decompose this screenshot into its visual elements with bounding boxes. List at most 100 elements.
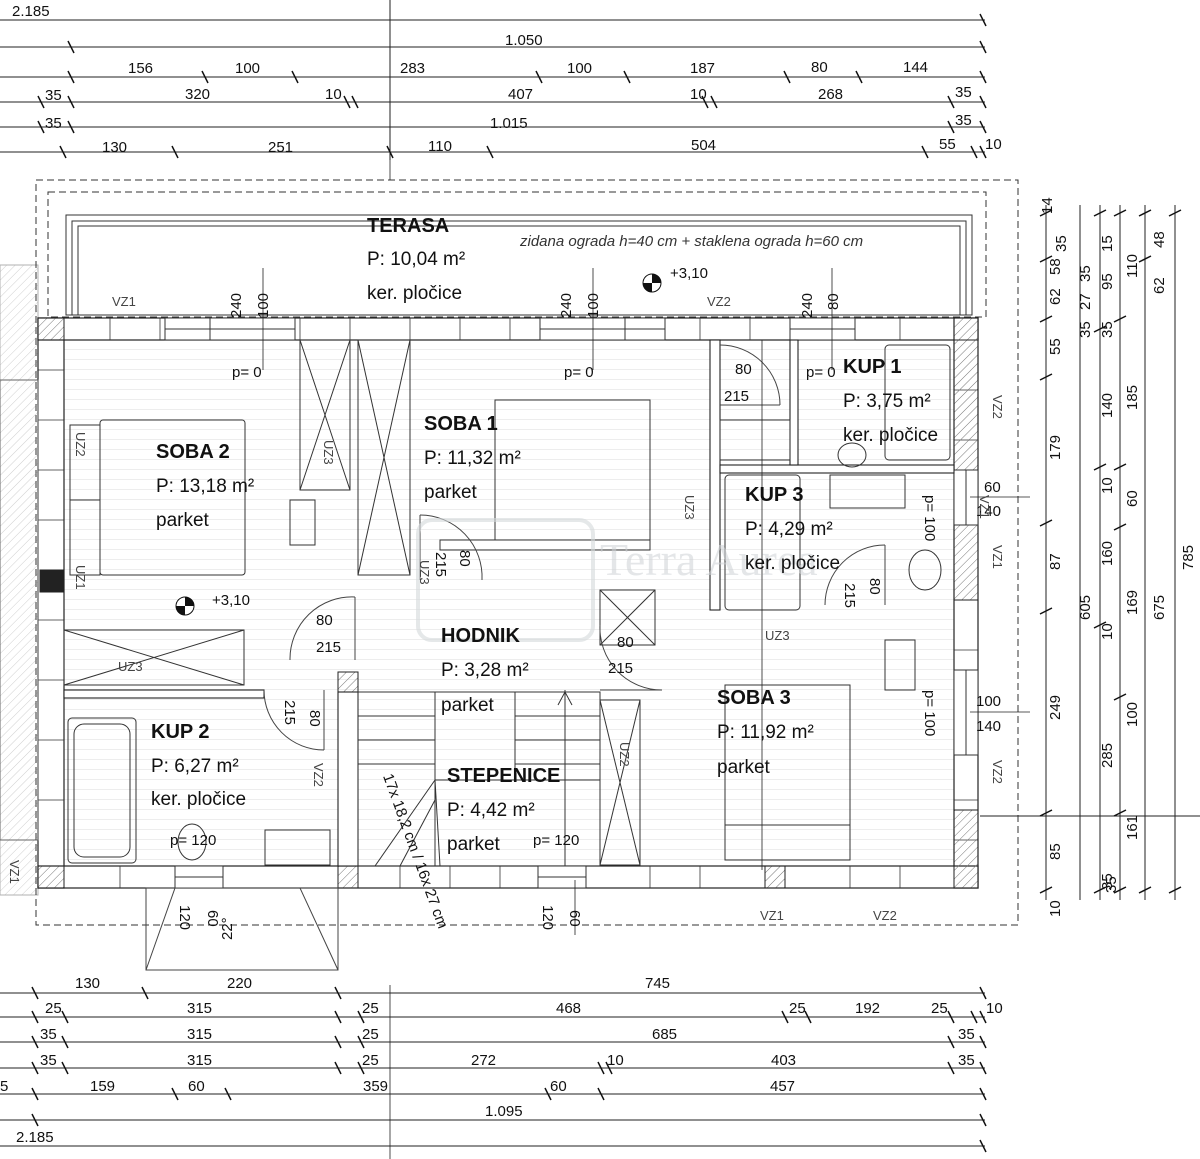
svg-text:100: 100 bbox=[235, 60, 260, 77]
svg-text:60: 60 bbox=[188, 1078, 205, 1095]
right-dimension-lines bbox=[980, 205, 1200, 900]
room-name-soba2: SOBA 2 bbox=[156, 441, 230, 463]
room-name-stepenice: STEPENICE bbox=[447, 765, 560, 787]
room-floor-hodnik: parket bbox=[441, 695, 495, 716]
room-area-kup2: P: 6,27 m² bbox=[151, 756, 239, 777]
svg-text:130: 130 bbox=[75, 975, 100, 992]
svg-text:10: 10 bbox=[325, 86, 342, 103]
floor-surfaces bbox=[64, 340, 954, 865]
svg-text:55: 55 bbox=[939, 136, 956, 153]
svg-text:27: 27 bbox=[1077, 293, 1094, 310]
svg-text:2.185: 2.185 bbox=[12, 3, 50, 20]
svg-text:VZ1: VZ1 bbox=[977, 495, 992, 519]
svg-text:35: 35 bbox=[1053, 235, 1070, 252]
svg-text:140: 140 bbox=[1099, 393, 1116, 418]
window-openings bbox=[164, 317, 979, 889]
svg-text:UZ3: UZ3 bbox=[118, 659, 143, 674]
bathtub-kup2 bbox=[67, 717, 137, 864]
svg-text:745: 745 bbox=[645, 975, 670, 992]
svg-text:VZ2: VZ2 bbox=[873, 908, 897, 923]
svg-text:58: 58 bbox=[1047, 258, 1064, 275]
svg-text:320: 320 bbox=[185, 86, 210, 103]
opening-labels: 240 100 p= 0 240 100 p= 0 240 80 p= 0 60… bbox=[170, 293, 1001, 930]
svg-text:159: 159 bbox=[90, 1078, 115, 1095]
svg-text:215: 215 bbox=[608, 660, 633, 677]
svg-text:60: 60 bbox=[566, 910, 583, 927]
svg-text:156: 156 bbox=[128, 60, 153, 77]
room-floor-soba3: parket bbox=[717, 757, 771, 778]
svg-text:VZ1: VZ1 bbox=[7, 860, 22, 884]
svg-text:25: 25 bbox=[362, 1052, 379, 1069]
svg-text:55: 55 bbox=[1047, 338, 1064, 355]
svg-text:315: 315 bbox=[187, 1052, 212, 1069]
level-soba2: +3,10 bbox=[212, 592, 250, 609]
svg-text:110: 110 bbox=[1124, 254, 1141, 278]
svg-text:25: 25 bbox=[362, 1000, 379, 1017]
svg-text:10: 10 bbox=[1099, 477, 1116, 494]
room-area-stepenice: P: 4,42 m² bbox=[447, 800, 535, 821]
svg-text:285: 285 bbox=[1099, 743, 1116, 768]
svg-text:215: 215 bbox=[724, 388, 749, 405]
shower-kup3 bbox=[724, 474, 801, 611]
room-area-kup1: P: 3,75 m² bbox=[843, 391, 931, 412]
room-name-soba1: SOBA 1 bbox=[424, 413, 498, 435]
svg-text:110: 110 bbox=[428, 138, 452, 155]
room-labels: TERASA P: 10,04 m² ker. pločice zidana o… bbox=[151, 215, 938, 940]
wardrobes bbox=[63, 339, 656, 866]
svg-text:120: 120 bbox=[539, 905, 556, 930]
bottom-dimension-lines bbox=[0, 992, 985, 1147]
svg-text:p= 0: p= 0 bbox=[806, 364, 836, 381]
svg-text:315: 315 bbox=[187, 1000, 212, 1017]
svg-text:p= 0: p= 0 bbox=[564, 364, 594, 381]
section-lines bbox=[262, 160, 1030, 1159]
svg-text:240: 240 bbox=[799, 293, 816, 318]
svg-text:UZ3: UZ3 bbox=[417, 560, 432, 585]
svg-text:100: 100 bbox=[1124, 702, 1141, 727]
svg-text:251: 251 bbox=[268, 139, 293, 156]
toilet-kup3 bbox=[908, 549, 942, 591]
level-terrace: +3,10 bbox=[670, 265, 708, 282]
structural-columns bbox=[0, 264, 979, 896]
watermark: Terra Aurea bbox=[416, 518, 818, 642]
svg-text:25: 25 bbox=[931, 1000, 948, 1017]
svg-text:179: 179 bbox=[1047, 435, 1064, 460]
svg-text:10: 10 bbox=[690, 86, 707, 103]
svg-text:95: 95 bbox=[1099, 273, 1116, 290]
svg-text:10: 10 bbox=[607, 1052, 624, 1069]
room-area-soba2: P: 13,18 m² bbox=[156, 476, 254, 497]
svg-text:15: 15 bbox=[1099, 235, 1116, 252]
svg-text:215: 215 bbox=[316, 639, 341, 656]
svg-text:UZ3: UZ3 bbox=[765, 628, 790, 643]
svg-text:35: 35 bbox=[40, 1052, 57, 1069]
svg-text:5: 5 bbox=[0, 1078, 8, 1095]
svg-text:p= 0: p= 0 bbox=[232, 364, 262, 381]
svg-text:35: 35 bbox=[1099, 873, 1116, 890]
svg-text:80: 80 bbox=[306, 710, 323, 727]
terrace-railing-note: zidana ograda h=40 cm + staklena ograda … bbox=[519, 233, 863, 250]
room-name-kup2: KUP 2 bbox=[151, 721, 210, 743]
svg-text:80: 80 bbox=[735, 361, 752, 378]
svg-text:80: 80 bbox=[866, 578, 883, 595]
svg-text:1.095: 1.095 bbox=[485, 1103, 523, 1120]
svg-text:35: 35 bbox=[1077, 321, 1094, 338]
svg-text:35: 35 bbox=[1103, 876, 1120, 893]
svg-text:240: 240 bbox=[228, 293, 245, 318]
svg-text:35: 35 bbox=[40, 1026, 57, 1043]
svg-text:85: 85 bbox=[1047, 843, 1064, 860]
interior-walls bbox=[63, 339, 955, 867]
top-dimension-ticks bbox=[37, 13, 987, 159]
svg-text:80: 80 bbox=[617, 634, 634, 651]
staircase bbox=[357, 690, 601, 867]
svg-text:272: 272 bbox=[471, 1052, 496, 1069]
room-floor-soba2: parket bbox=[156, 510, 210, 531]
svg-text:p= 100: p= 100 bbox=[921, 495, 938, 541]
svg-text:120: 120 bbox=[176, 905, 193, 930]
svg-text:10: 10 bbox=[985, 136, 1002, 153]
svg-text:25: 25 bbox=[362, 1026, 379, 1043]
svg-text:VZ2: VZ2 bbox=[311, 763, 326, 787]
svg-text:685: 685 bbox=[652, 1026, 677, 1043]
level-markers bbox=[175, 273, 662, 616]
svg-text:100: 100 bbox=[255, 293, 272, 318]
svg-text:35: 35 bbox=[958, 1026, 975, 1043]
svg-text:2.185: 2.185 bbox=[16, 1129, 54, 1146]
